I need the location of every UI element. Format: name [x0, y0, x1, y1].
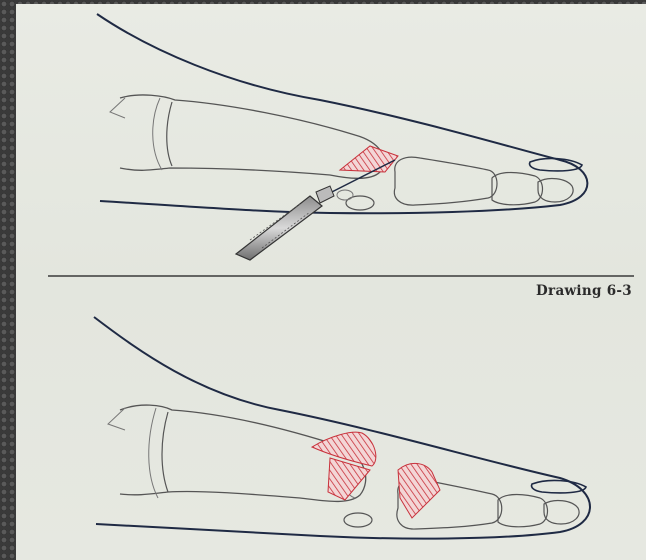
- bottom-resection-wedge-3: [398, 463, 440, 518]
- bottom-middle-phalanx: [498, 495, 548, 527]
- bottom-sesamoid: [344, 513, 372, 527]
- top-skin-outline: [97, 14, 587, 213]
- bottom-distal-phalanx: [544, 501, 579, 524]
- top-distal-phalanx: [538, 179, 573, 202]
- figure-caption: Drawing 6-3: [536, 283, 632, 299]
- bottom-resection-wedge-1: [312, 432, 376, 466]
- top-foot-drawing: [97, 14, 587, 260]
- top-proximal-phalanx: [394, 157, 497, 205]
- bottom-skin-outline: [94, 317, 590, 539]
- top-sesamoid: [346, 196, 374, 210]
- bottom-foot-drawing: [94, 317, 590, 539]
- book-page: Drawing 6-3: [16, 4, 646, 560]
- foot-illustrations: [16, 4, 646, 560]
- top-middle-phalanx: [492, 173, 543, 205]
- top-resection-wedge: [340, 146, 398, 172]
